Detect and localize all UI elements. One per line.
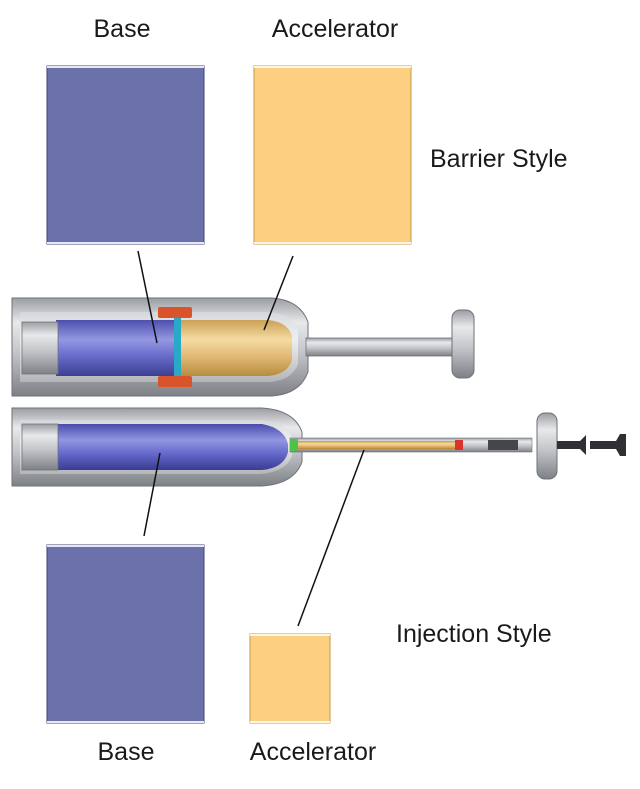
bottom-seal bbox=[158, 376, 192, 387]
barrier-base-chamber bbox=[56, 320, 176, 376]
top-base-label: Base bbox=[94, 15, 151, 43]
barrier-end-cap bbox=[451, 309, 475, 379]
injection-end-cap bbox=[536, 412, 558, 480]
bottom-base-container bbox=[46, 544, 205, 724]
injection-pin bbox=[557, 434, 626, 456]
top-accelerator-label: Accelerator bbox=[272, 15, 398, 43]
bottom-accelerator-label: Accelerator bbox=[250, 738, 376, 766]
barrier-style-label: Barrier Style bbox=[430, 145, 568, 173]
bottom-base-label: Base bbox=[98, 738, 155, 766]
injection-base-chamber bbox=[56, 424, 288, 470]
injection-accelerator-tube bbox=[289, 437, 533, 453]
bottom-accelerator-container bbox=[249, 633, 331, 724]
injection-plug bbox=[455, 440, 463, 450]
barrier-cartridge bbox=[11, 297, 475, 397]
injection-style-label: Injection Style bbox=[396, 620, 552, 648]
barrier-accelerator-chamber bbox=[181, 320, 292, 376]
top-seal bbox=[158, 307, 192, 318]
injection-cartridge bbox=[11, 407, 626, 487]
barrier-membrane bbox=[174, 318, 181, 378]
top-accelerator-container bbox=[253, 65, 412, 245]
top-base-container bbox=[46, 65, 205, 245]
leader-lines bbox=[137, 250, 365, 627]
